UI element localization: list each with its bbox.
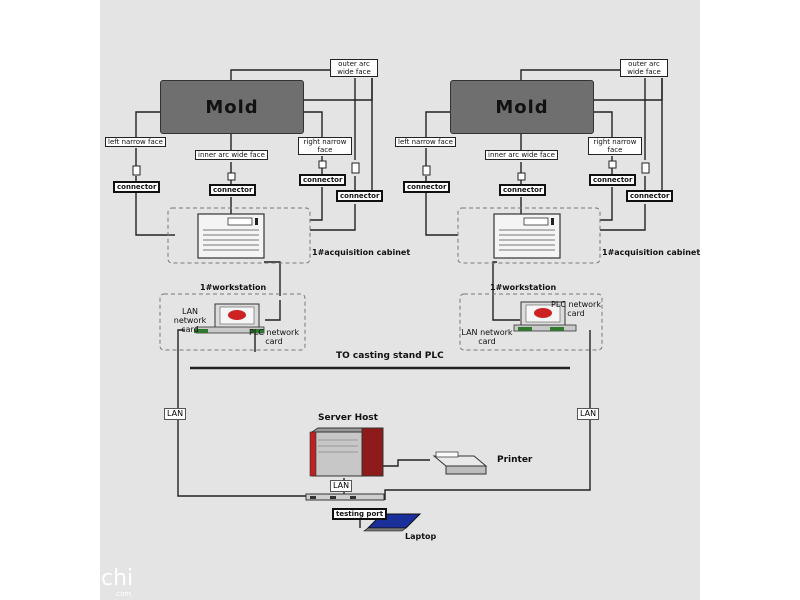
right-left-narrow-face-label: left narrow face [395, 137, 456, 147]
watermark-logo: chi .com [101, 566, 134, 598]
right-right-narrow-face-label: right narrow face [588, 137, 642, 155]
network-switch [305, 493, 385, 501]
right-cabinet-group [457, 207, 601, 264]
right-plc-network-card-label: PLC network card [551, 300, 601, 318]
left-left-narrow-face-label: left narrow face [105, 137, 166, 147]
left-connector-label-2: connector [209, 184, 257, 196]
left-connector-label-1: connector [113, 181, 161, 193]
left-mold-box: Mold [160, 80, 304, 134]
right-lan-network-card-label: LAN network card [461, 328, 513, 346]
server-lan-label: LAN [330, 480, 353, 492]
watermark-text: chi [101, 566, 134, 591]
testing-port-label: testing port [332, 508, 388, 520]
left-lan-network-card-label: LAN network card [173, 307, 207, 334]
left-outer-arc-wide-face-label: outer arc wide face [330, 59, 378, 77]
server-host-device [309, 427, 384, 477]
printer-device [432, 451, 488, 475]
left-inner-arc-wide-face-label: inner arc wide face [195, 150, 268, 160]
left-acquisition-cabinet-label: 1#acquisition cabinet [312, 248, 411, 257]
right-lan-label: LAN [577, 408, 600, 420]
right-connector-label-3: connector [589, 174, 637, 186]
right-workstation-computer [513, 301, 577, 332]
left-lan-label: LAN [164, 408, 187, 420]
left-right-narrow-face-label: right narrow face [298, 137, 352, 155]
left-connector-label-3: connector [299, 174, 347, 186]
left-workstation-computer [194, 303, 265, 334]
left-plc-network-card-label: PLC network card [249, 328, 299, 346]
laptop-label: Laptop [405, 532, 437, 541]
right-cabinet-device [493, 213, 561, 259]
casting-stand-plc-label: TO casting stand PLC [336, 351, 444, 361]
right-connector-label-2: connector [499, 184, 547, 196]
right-inner-arc-wide-face-label: inner arc wide face [485, 150, 558, 160]
left-connector-label-4: connector [336, 190, 384, 202]
right-mold-box: Mold [450, 80, 594, 134]
watermark-subtext: .com [114, 590, 132, 598]
right-acquisition-cabinet-label: 1#acquisition cabinet [602, 248, 701, 257]
printer-label: Printer [497, 455, 533, 465]
right-workstation-group [459, 293, 603, 351]
dashed-groups [159, 207, 603, 351]
right-connector-label-4: connector [626, 190, 674, 202]
right-workstation-label: 1#workstation [490, 283, 557, 292]
left-cabinet-group [167, 207, 311, 264]
left-workstation-label: 1#workstation [200, 283, 267, 292]
right-outer-arc-wide-face-label: outer arc wide face [620, 59, 668, 77]
left-cabinet-device [197, 213, 265, 259]
server-host-label: Server Host [318, 413, 378, 423]
plug-symbols [132, 160, 650, 181]
right-connector-label-1: connector [403, 181, 451, 193]
left-workstation-group [159, 293, 306, 351]
